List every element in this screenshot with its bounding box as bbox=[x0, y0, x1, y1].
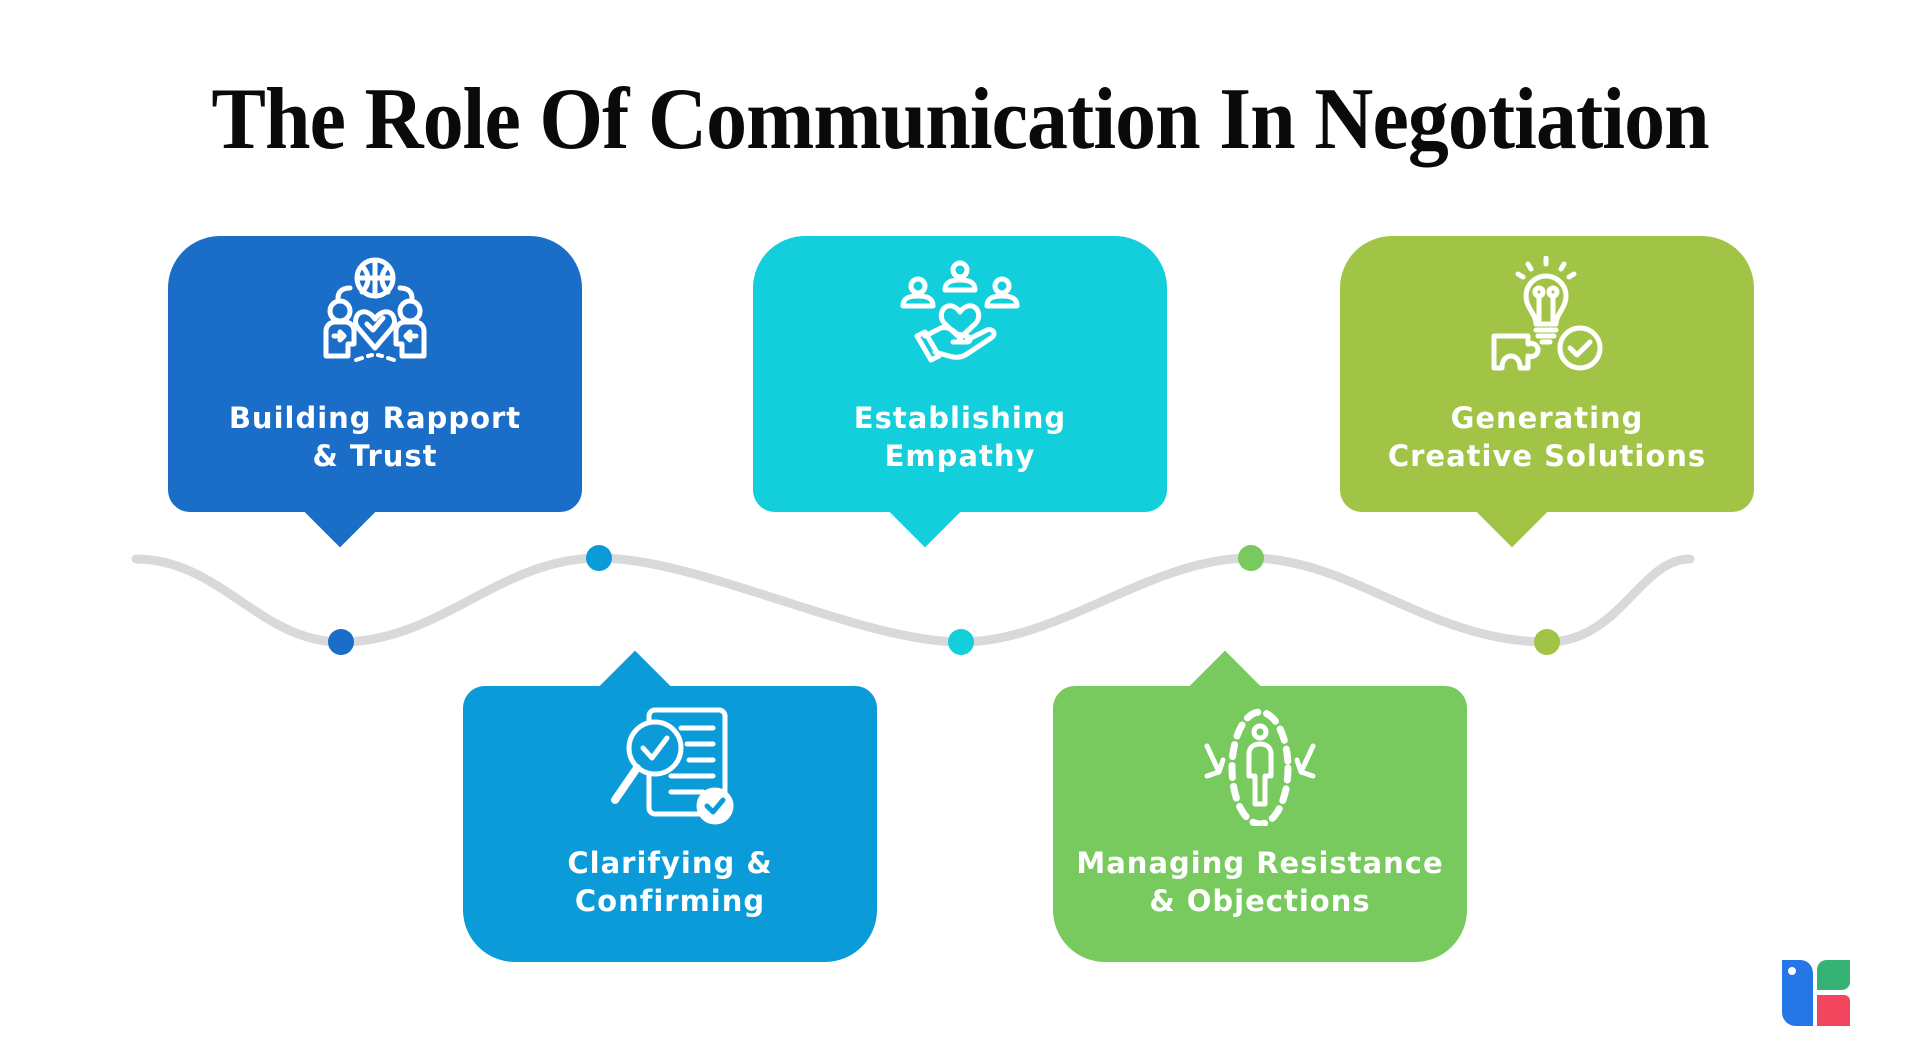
card-label: Generating Creative Solutions bbox=[1340, 399, 1754, 475]
card-label-line1: Establishing bbox=[853, 401, 1067, 435]
card-generating-creative-solutions: Generating Creative Solutions bbox=[1340, 236, 1754, 548]
card-label-line1: Generating bbox=[1450, 401, 1644, 435]
logo-blue-shape bbox=[1782, 960, 1813, 1026]
card-label-line2: & Trust bbox=[312, 439, 438, 473]
card-label-line2: Confirming bbox=[574, 884, 766, 918]
timeline-dot-resistance bbox=[1238, 545, 1264, 571]
hand-heart-people-icon bbox=[900, 260, 1020, 363]
logo-green-shape bbox=[1817, 960, 1850, 990]
timeline-dot-empathy bbox=[948, 629, 974, 655]
timeline-dot-clarifying bbox=[586, 545, 612, 571]
logo-red-shape bbox=[1817, 995, 1850, 1026]
page-title: The Role Of Communication In Negotiation bbox=[0, 70, 1920, 170]
card-managing-resistance: Managing Resistance & Objections bbox=[1053, 650, 1467, 962]
card-label: Clarifying & Confirming bbox=[463, 844, 877, 920]
card-clarifying-confirming: Clarifying & Confirming bbox=[463, 650, 877, 962]
card-label-line1: Building Rapport bbox=[228, 401, 522, 435]
card-label-line2: & Objections bbox=[1149, 884, 1371, 918]
page-title-text: The Role Of Communication In Negotiation bbox=[211, 71, 1709, 168]
card-label: Building Rapport & Trust bbox=[168, 399, 582, 475]
person-boundary-arrows-icon bbox=[1204, 708, 1316, 826]
timeline-dot-creative bbox=[1534, 629, 1560, 655]
timeline-wave-line bbox=[131, 553, 1695, 647]
brand-logo-icon bbox=[1782, 960, 1850, 1026]
card-body bbox=[1340, 236, 1754, 512]
timeline-dot-rapport bbox=[328, 629, 354, 655]
card-building-rapport: Building Rapport & Trust bbox=[168, 236, 582, 548]
document-magnifier-check-icon bbox=[611, 707, 734, 825]
logo-dot bbox=[1788, 967, 1796, 975]
card-label: Establishing Empathy bbox=[753, 399, 1167, 475]
card-label-line2: Creative Solutions bbox=[1387, 439, 1707, 473]
card-label: Managing Resistance & Objections bbox=[1053, 844, 1467, 920]
card-label-line1: Managing Resistance bbox=[1076, 846, 1444, 880]
people-globe-heart-icon bbox=[323, 257, 427, 362]
lightbulb-puzzle-check-icon bbox=[1491, 256, 1603, 371]
card-label-line1: Clarifying & bbox=[567, 846, 773, 880]
card-establishing-empathy: Establishing Empathy bbox=[753, 236, 1167, 548]
card-label-line2: Empathy bbox=[884, 439, 1036, 473]
